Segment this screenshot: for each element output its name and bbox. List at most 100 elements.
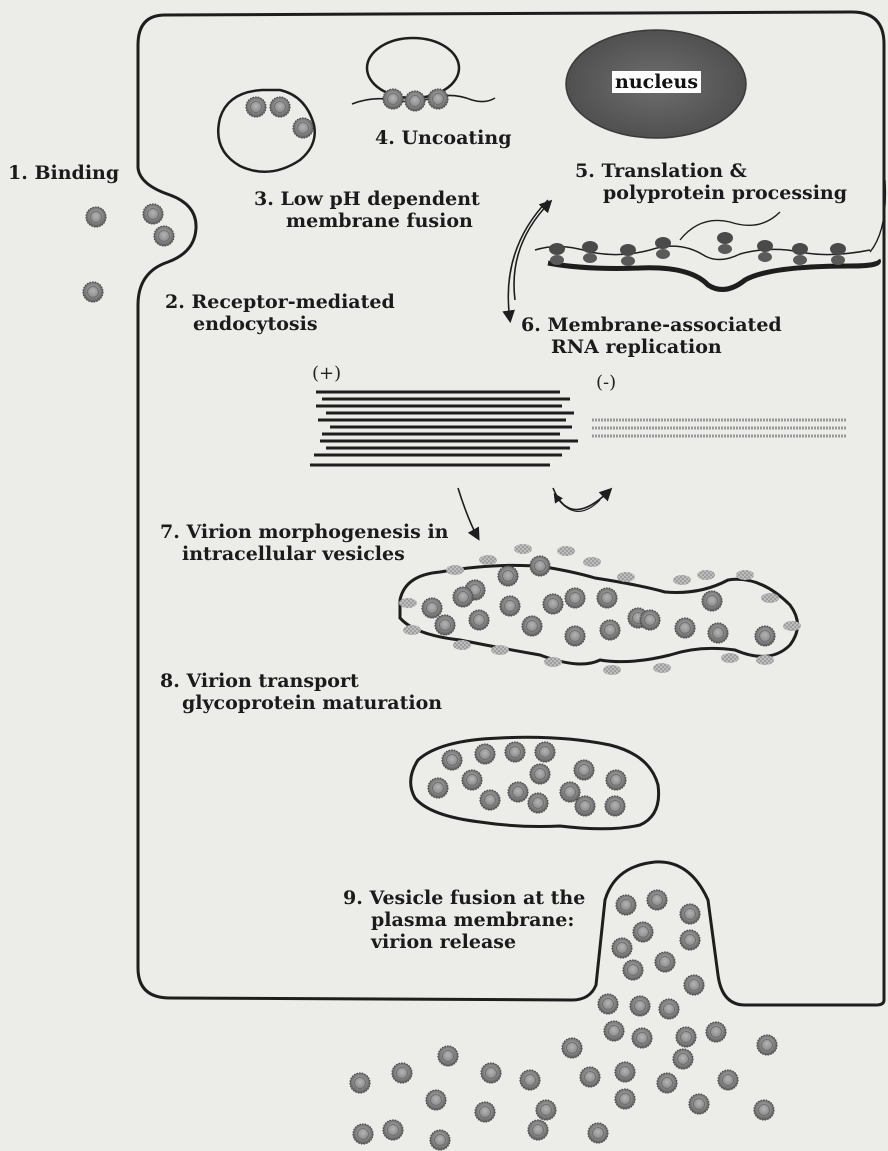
virion-particle (528, 793, 548, 813)
virion-particle (574, 760, 594, 780)
virion-particle (565, 588, 585, 608)
virion-particle (565, 626, 585, 646)
virion-particle (143, 204, 163, 224)
virion-particle (708, 623, 728, 643)
er-membrane (548, 260, 878, 289)
virion-particle (383, 89, 403, 109)
glycoprotein-spike (491, 645, 509, 655)
virion-particle (522, 616, 542, 636)
virion-particle (680, 904, 700, 924)
virion-particle (588, 1123, 608, 1143)
virion-particle (475, 1102, 495, 1122)
ribosome (717, 232, 733, 254)
glycoprotein-spike (544, 657, 562, 667)
virion-particle (605, 796, 625, 816)
glycoprotein-spike (479, 555, 497, 565)
virion-particle (612, 938, 632, 958)
glycoprotein-spike (583, 557, 601, 567)
virion-particle (86, 207, 106, 227)
virion-particle (757, 1035, 777, 1055)
virion-particle (353, 1124, 373, 1144)
virion-particle (435, 615, 455, 635)
virion-particle (633, 922, 653, 942)
virion-particle (575, 796, 595, 816)
virion-particle (615, 1062, 635, 1082)
virion-particle (543, 594, 563, 614)
virion-particle (500, 596, 520, 616)
glycoprotein-spike (453, 640, 471, 650)
virion-particle (623, 960, 643, 980)
virion-particle (469, 610, 489, 630)
virion-particle (655, 952, 675, 972)
uncoating-membrane (367, 38, 459, 98)
virion-particle (430, 1130, 450, 1150)
step9-label: 9. Vesicle fusion at the plasma membrane… (343, 887, 585, 953)
translation-arrow-up (514, 202, 550, 300)
virion-particle (462, 770, 482, 790)
virion-particle (83, 282, 103, 302)
replication-to-morphogenesis-arrow (458, 488, 478, 538)
glycoprotein-spike (617, 572, 635, 582)
virion-particle (684, 975, 704, 995)
virion-particle (560, 782, 580, 802)
virion-particle (657, 1073, 677, 1093)
virion-particle (530, 556, 550, 576)
glycoprotein-spike (721, 653, 739, 663)
virion-particle (505, 742, 525, 762)
virion-particle (498, 566, 518, 586)
virion-particle (508, 782, 528, 802)
glycoprotein-spike (603, 665, 621, 675)
virion-particle (405, 91, 425, 111)
virion-particle (676, 1027, 696, 1047)
virion-particle (640, 610, 660, 630)
step5-label: 5. Translation & polyprotein processing (575, 160, 847, 204)
glycoprotein-spike (446, 565, 464, 575)
minus-strand-rna (592, 420, 846, 436)
virion-particle (680, 930, 700, 950)
virion-particle (606, 770, 626, 790)
virion-particle (702, 591, 722, 611)
virion-particle (647, 890, 667, 910)
virion-particle (475, 744, 495, 764)
step8-label: 8. Virion transport glycoprotein maturat… (160, 670, 442, 714)
virion-particle (350, 1073, 370, 1093)
step6-label: 6. Membrane-associated RNA replication (521, 314, 782, 358)
virion-particle (598, 994, 618, 1014)
virion-particle (616, 895, 636, 915)
glycoprotein-spike (514, 544, 532, 554)
glycoprotein-spike (403, 625, 421, 635)
virion-particle (453, 587, 473, 607)
virion-particle (426, 1090, 446, 1110)
virion-particle (536, 1100, 556, 1120)
virion-particle (562, 1038, 582, 1058)
virion-particle (438, 1046, 458, 1066)
plus-strand-rna (310, 392, 578, 465)
virion-particle (604, 1021, 624, 1041)
virion-particle (580, 1067, 600, 1087)
virion-particle (528, 1120, 548, 1140)
glycoprotein-spike (736, 570, 754, 580)
glycoprotein-spike (399, 598, 417, 608)
virion-particle (689, 1094, 709, 1114)
ribosome (582, 241, 598, 263)
nucleus-label: nucleus (612, 71, 701, 93)
virion-particle (480, 790, 500, 810)
virion-particle (675, 618, 695, 638)
virion-particle (659, 999, 679, 1019)
minus-strand-label: (-) (596, 372, 616, 393)
virion-particle (481, 1063, 501, 1083)
virion-particle (392, 1063, 412, 1083)
ribosome (792, 243, 808, 265)
virion-particle (442, 750, 462, 770)
replication-cycle-arrow (553, 488, 610, 510)
glycoprotein-spike (653, 663, 671, 673)
virion-particle (428, 778, 448, 798)
virion-particle (293, 118, 313, 138)
virion-particle (673, 1049, 693, 1069)
virion-particle (632, 1028, 652, 1048)
virion-particle (270, 97, 290, 117)
virion-particle (530, 764, 550, 784)
virion-particle (428, 89, 448, 109)
virion-particle (520, 1070, 540, 1090)
